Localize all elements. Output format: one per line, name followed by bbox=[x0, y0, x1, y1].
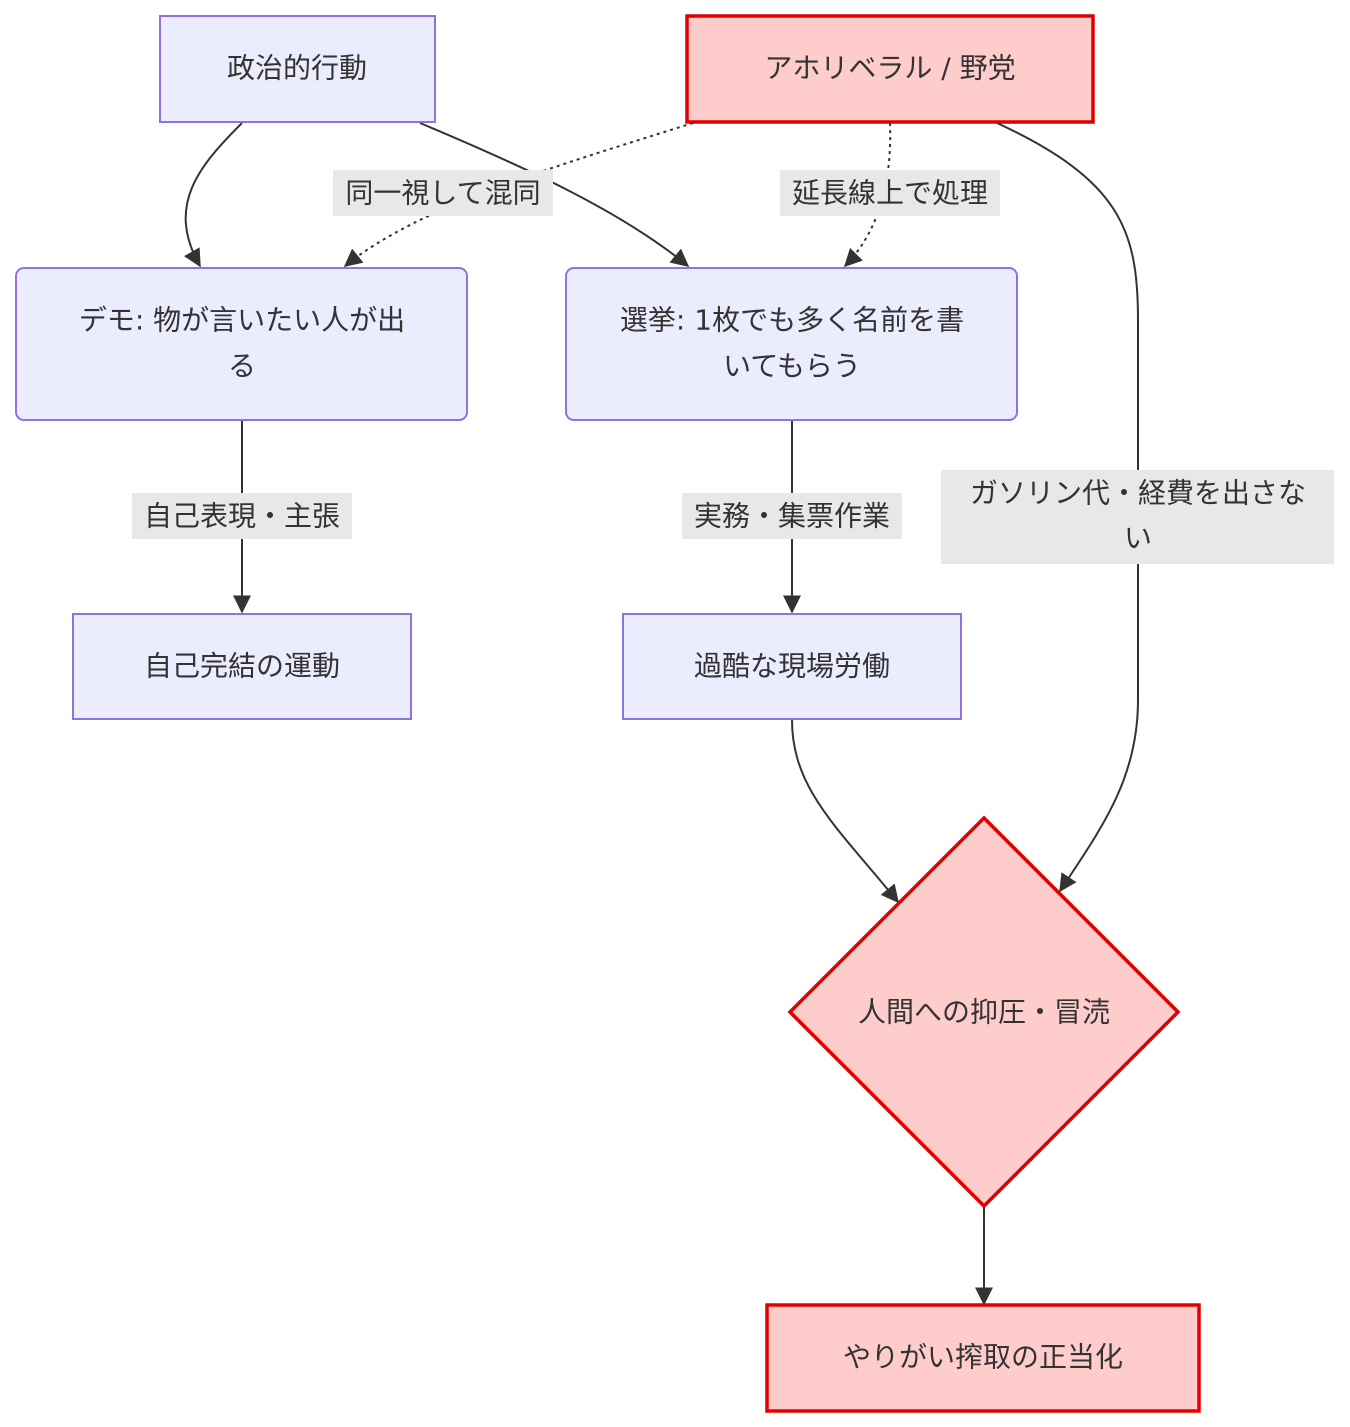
node-harsh-labor: 過酷な現場労働 bbox=[622, 613, 962, 720]
edge-label-vote-work: 実務・集票作業 bbox=[682, 493, 902, 539]
node-demo: デモ: 物が言いたい人が出 る bbox=[15, 267, 468, 421]
edge-label-no-expenses: ガソリン代・経費を出さな い bbox=[941, 470, 1334, 564]
node-label: 自己完結の運動 bbox=[144, 650, 340, 683]
node-label: アホリベラル / 野党 bbox=[764, 52, 1015, 85]
node-election: 選挙: 1枚でも多く名前を書 いてもらう bbox=[565, 267, 1018, 421]
edge-political-to-demo bbox=[183, 122, 243, 268]
edge-label-text: 同一視して混同 bbox=[345, 177, 540, 210]
edge-label-self-expression: 自己表現・主張 bbox=[132, 493, 352, 539]
edge-label-extension: 延長線上で処理 bbox=[780, 170, 1000, 216]
node-exploitation: やりがい搾取の正当化 bbox=[765, 1303, 1201, 1413]
node-label: る bbox=[228, 350, 256, 383]
edge-label-text: 実務・集票作業 bbox=[694, 500, 890, 533]
edge-label-text: ガソリン代・経費を出さな bbox=[970, 477, 1306, 510]
node-political-action: 政治的行動 bbox=[159, 15, 436, 123]
edge-aholiberal-to-oppression bbox=[996, 122, 1139, 893]
node-label: やりがい搾取の正当化 bbox=[843, 1341, 1123, 1374]
node-label: 過酷な現場労働 bbox=[694, 650, 890, 683]
node-label: 政治的行動 bbox=[227, 52, 367, 85]
edge-label-text: 延長線上で処理 bbox=[792, 177, 988, 210]
node-label: デモ: 物が言いたい人が出 bbox=[79, 304, 405, 337]
edge-label-conflate: 同一視して混同 bbox=[333, 170, 553, 216]
edge-label-text: 自己表現・主張 bbox=[144, 500, 340, 533]
nodes-layer: 政治的行動 アホリベラル / 野党 デモ: 物が言いたい人が出 る 選挙: 1枚… bbox=[15, 14, 1201, 1413]
node-label: 人間への抑圧・冒涜 bbox=[858, 996, 1110, 1029]
node-aho-liberal: アホリベラル / 野党 bbox=[685, 14, 1095, 124]
node-label: 選挙: 1枚でも多く名前を書 bbox=[620, 304, 964, 337]
node-oppression: 人間への抑圧・冒涜 bbox=[787, 815, 1181, 1209]
edge-aholiberal-to-demo bbox=[343, 122, 694, 267]
edge-harshlabor-to-oppression bbox=[791, 719, 899, 904]
edge-labels-layer: 同一視して混同 延長線上で処理 ガソリン代・経費を出さな い 自己表現・主張 実… bbox=[132, 170, 1334, 564]
edge-political-to-election bbox=[419, 122, 690, 267]
node-self-contained: 自己完結の運動 bbox=[72, 613, 412, 720]
edges-layer bbox=[183, 122, 1139, 1306]
edge-label-text: い bbox=[1124, 522, 1152, 555]
node-label: いてもらう bbox=[723, 350, 861, 383]
